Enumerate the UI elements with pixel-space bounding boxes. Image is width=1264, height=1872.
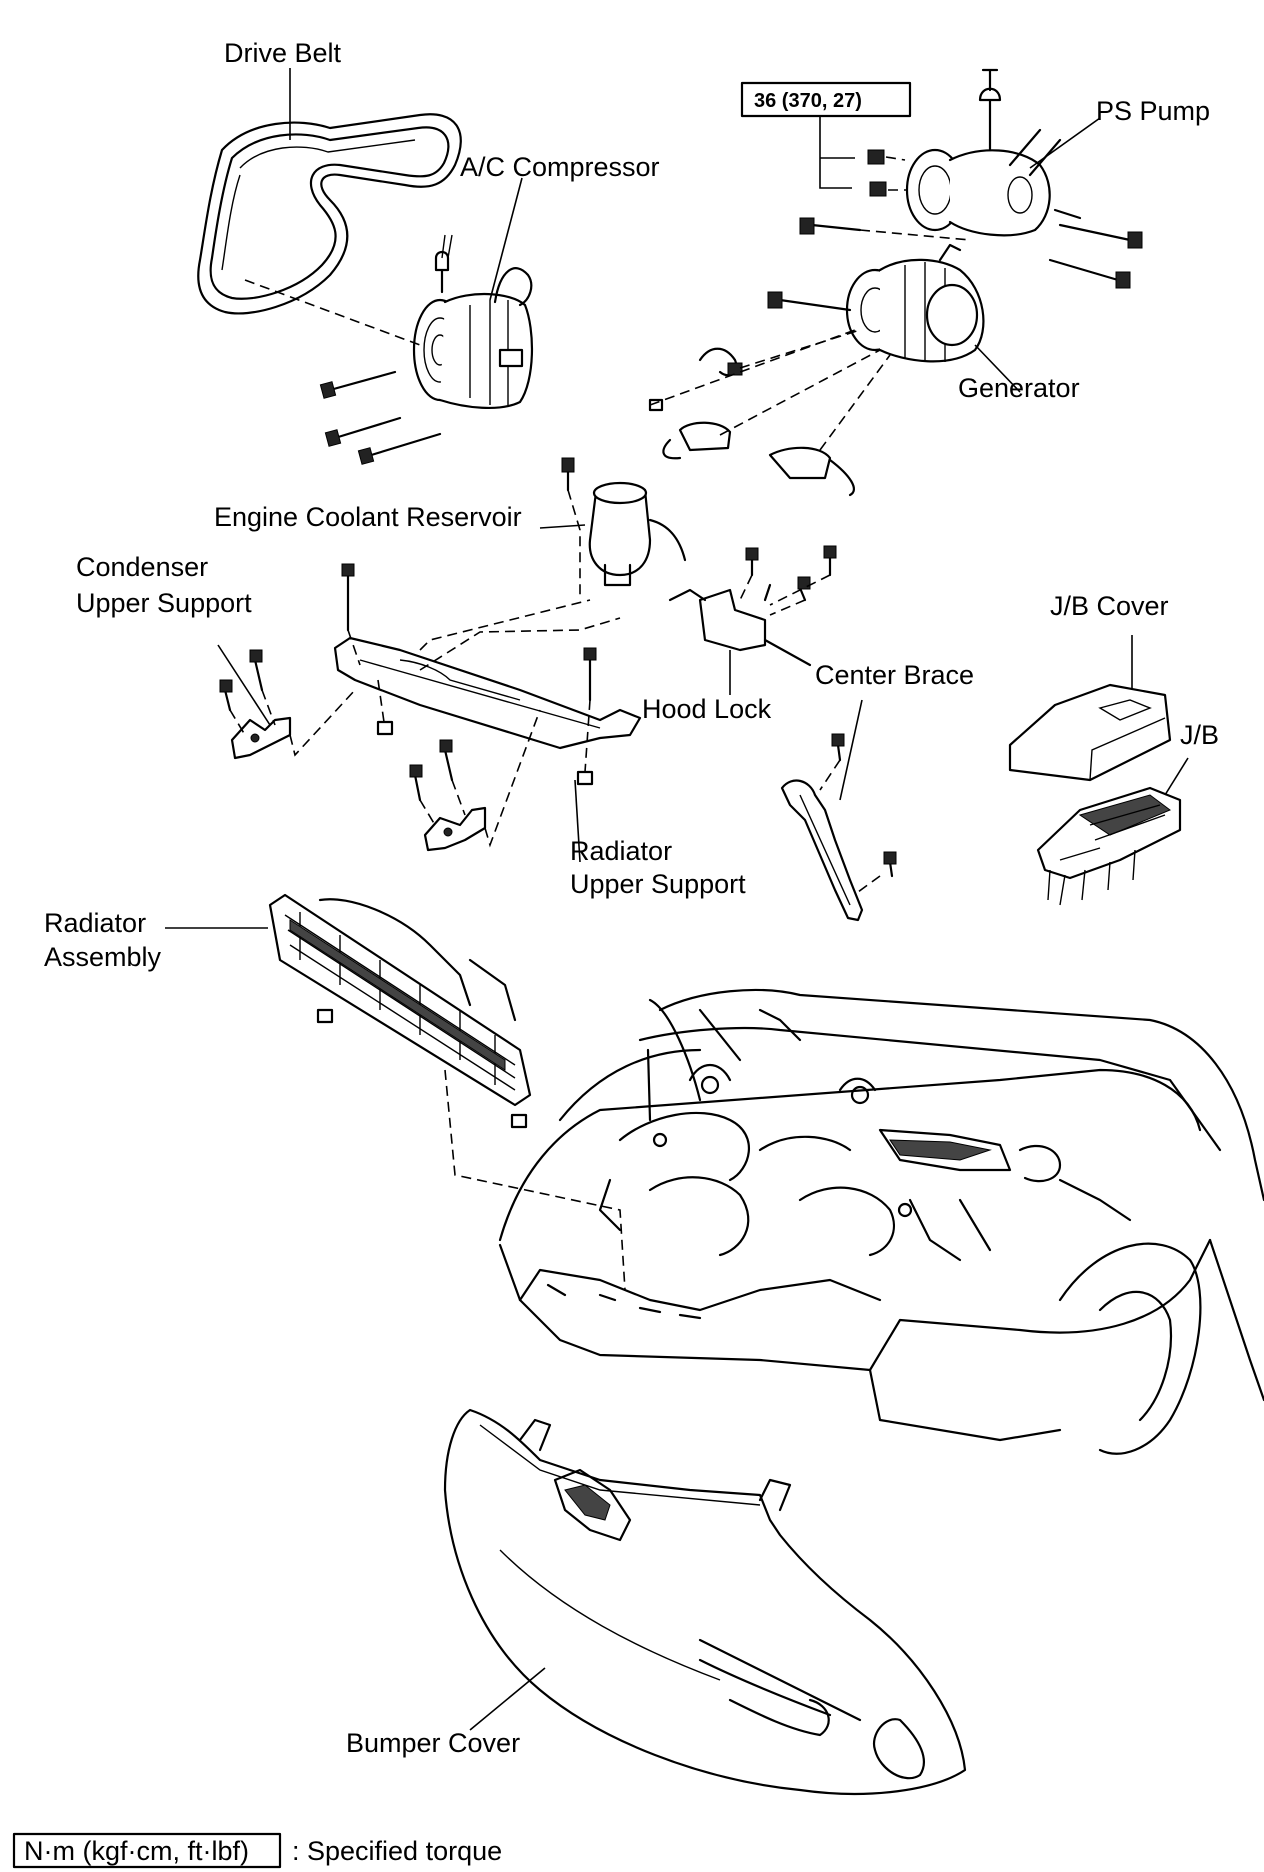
ac-compressor	[412, 234, 534, 410]
label-jb-cover: J/B Cover	[1050, 591, 1169, 621]
hood-lock	[668, 545, 837, 667]
label-ac-compressor: A/C Compressor	[460, 152, 660, 182]
legend-units: N·m (kgf·cm, ft·lbf)	[24, 1836, 249, 1866]
label-jb: J/B	[1180, 720, 1219, 750]
label-hood-lock: Hood Lock	[642, 694, 772, 724]
engine-coolant-reservoir	[561, 457, 687, 587]
label-engine-coolant-reservoir: Engine Coolant Reservoir	[214, 502, 522, 532]
label-condenser-support-line2: Upper Support	[76, 588, 252, 618]
label-radiator-assembly-line1: Radiator	[44, 908, 146, 938]
ps-pump-nut-line	[885, 156, 907, 191]
ac-compressor-leader	[489, 177, 523, 301]
ac-compressor-bolts	[319, 370, 442, 465]
jb-cover	[1008, 683, 1172, 782]
radiator-assembly	[268, 893, 532, 1129]
coolant-reservoir-leader	[539, 524, 586, 529]
label-condenser-support-line1: Condenser	[76, 552, 208, 582]
jb	[1036, 786, 1182, 906]
bumper-cover-leader	[469, 1667, 546, 1731]
vehicle-body	[498, 988, 1264, 1455]
label-radiator-assembly-line2: Assembly	[44, 942, 162, 972]
radiator-support-bracket	[409, 739, 487, 852]
generator-wiring	[648, 347, 855, 497]
ps-pump	[867, 68, 1062, 237]
ps-pump-bolts	[799, 208, 1143, 289]
label-bumper-cover: Bumper Cover	[346, 1728, 520, 1758]
label-radiator-support-line2: Upper Support	[570, 869, 746, 899]
drive-belt	[197, 113, 462, 315]
condenser-support-leader	[217, 644, 271, 726]
center-brace	[780, 733, 897, 922]
belt-to-compressor-line	[244, 279, 421, 346]
label-generator: Generator	[958, 373, 1080, 403]
radiator-support-leader	[574, 779, 581, 863]
label-ps-pump: PS Pump	[1096, 96, 1210, 126]
center-brace-leader	[839, 699, 863, 801]
label-torque-value: 36 (370, 27)	[754, 90, 862, 112]
condenser-upper-support	[219, 649, 292, 760]
torque-value-box	[740, 81, 912, 118]
label-radiator-support-line1: Radiator	[570, 836, 672, 866]
label-drive-belt: Drive Belt	[224, 38, 342, 68]
legend-description: : Specified torque	[292, 1836, 502, 1866]
jb-leader	[1164, 757, 1189, 796]
generator-leader	[974, 344, 1021, 393]
generator	[845, 243, 985, 363]
bumper-cover	[443, 1408, 967, 1796]
radiator-upper-support	[333, 563, 642, 786]
legend-torque-box	[12, 1832, 282, 1869]
ps-pump-leader	[1029, 117, 1101, 169]
generator-bolt	[778, 298, 852, 312]
label-center-brace: Center Brace	[815, 660, 974, 690]
torque-leader	[819, 116, 855, 189]
